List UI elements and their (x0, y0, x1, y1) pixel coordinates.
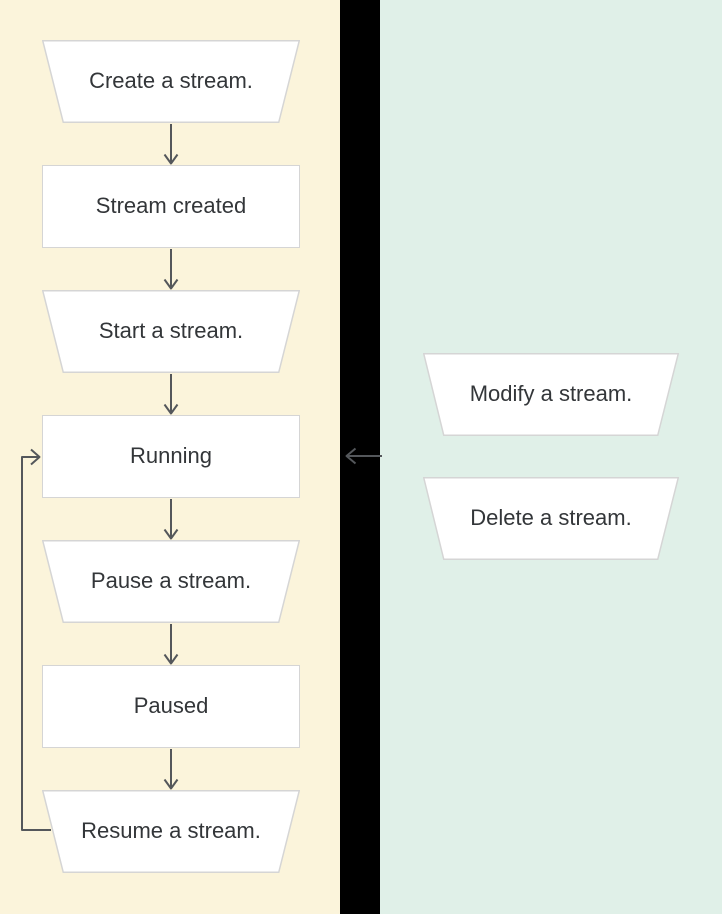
arrowhead-right-icon (30, 448, 41, 466)
node-running: Running (42, 415, 300, 498)
node-label: Pause a stream. (90, 568, 252, 594)
arrow-start-to-running (163, 374, 179, 415)
node-label: Start a stream. (98, 318, 244, 344)
arrow-resume-loop-to-running (21, 448, 51, 831)
arrowhead-down-icon (163, 278, 179, 290)
node-label: Paused (133, 693, 209, 719)
trapezoid-shape (42, 40, 300, 123)
arrow-paused-to-resume (163, 749, 179, 790)
node-create-a-stream: Create a stream. (42, 40, 300, 123)
trapezoid-shape (42, 540, 300, 623)
arrowhead-down-icon (163, 403, 179, 415)
node-label: Running (130, 443, 212, 469)
node-pause-a-stream: Pause a stream. (42, 540, 300, 623)
arrow-running-to-pause (163, 499, 179, 540)
arrow-pause-to-paused (163, 624, 179, 665)
trapezoid-shape (42, 790, 300, 873)
node-label: Resume a stream. (81, 818, 261, 844)
arrowhead-down-icon (163, 653, 179, 665)
arrowhead-down-icon (163, 778, 179, 790)
arrow-line (21, 456, 51, 831)
node-label: Stream created (95, 193, 247, 219)
arrow-create-to-created (163, 124, 179, 165)
arrowhead-down-icon (163, 153, 179, 165)
node-delete-a-stream: Delete a stream. (423, 477, 679, 560)
node-label: Modify a stream. (469, 381, 633, 407)
node-label: Create a stream. (89, 68, 253, 94)
trapezoid-shape (423, 353, 679, 436)
arrowhead-down-icon (163, 528, 179, 540)
node-paused: Paused (42, 665, 300, 748)
arrowhead-left-icon (345, 447, 357, 465)
arrow-operations-to-running (345, 447, 382, 465)
node-modify-a-stream: Modify a stream. (423, 353, 679, 436)
arrow-created-to-start (163, 249, 179, 290)
node-start-a-stream: Start a stream. (42, 290, 300, 373)
operations-panel (380, 0, 722, 914)
trapezoid-shape (423, 477, 679, 560)
node-resume-a-stream: Resume a stream. (42, 790, 300, 873)
node-stream-created: Stream created (42, 165, 300, 248)
node-label: Delete a stream. (470, 505, 632, 531)
trapezoid-shape (42, 290, 300, 373)
